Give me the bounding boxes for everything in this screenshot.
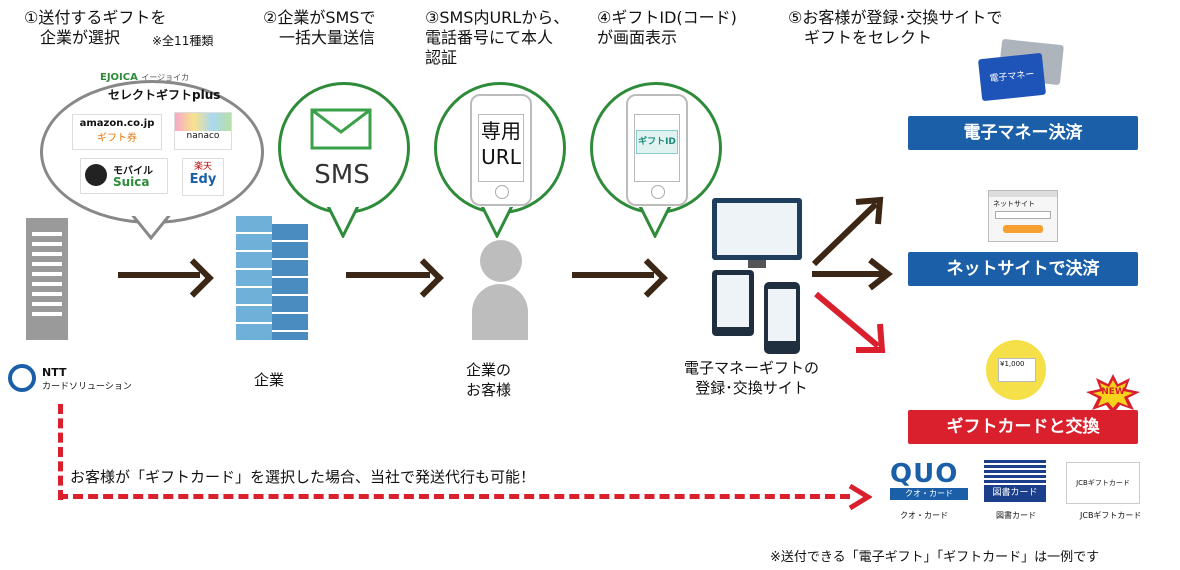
branch-arrows <box>811 196 893 353</box>
ntt-subname: カードソリューション <box>42 382 132 392</box>
sms-label: SMS <box>314 160 370 190</box>
browser-window-icon: ネットサイト <box>988 190 1058 242</box>
ntt-name: NTT <box>42 366 67 379</box>
select-gift-title: セレクトギフトplus <box>108 88 221 102</box>
flow-arrow-2 <box>346 272 430 278</box>
company-label: 企業 <box>254 371 285 389</box>
flow-arrow-3 <box>572 272 654 278</box>
giftid-bubble-tail <box>636 202 674 238</box>
new-badge-text: NEW <box>1101 387 1125 397</box>
nanaco-logo: nanaco <box>174 112 232 150</box>
mobile-suica-logo: モバイル Suica <box>80 158 168 194</box>
customer-head-icon <box>480 240 522 282</box>
footnote: ※送付できる「電子ギフト」「ギフトカード」は一例です <box>770 550 1100 565</box>
gift-card-icon: ¥1,000 <box>998 358 1036 382</box>
step-2-heading: ②企業がSMSで 一括大量送信 <box>263 8 376 47</box>
step-4-heading: ④ギフトID(コード) が画面表示 <box>597 8 737 47</box>
ntt-building-icon <box>26 218 68 340</box>
envelope-icon <box>310 108 372 150</box>
exchange-site-label: 電子マネーギフトの 登録･交換サイト <box>684 359 820 397</box>
dashed-arrow-head <box>848 484 872 510</box>
url-phone-icon <box>470 94 532 206</box>
flow-arrow-1-head <box>174 258 214 298</box>
monitor-stand <box>748 260 766 268</box>
dashed-path-horizontal <box>58 494 850 499</box>
jcb-gift-card-logo: JCBギフトカード <box>1066 462 1140 504</box>
flow-arrow-3-head <box>628 258 668 298</box>
tablet-icon <box>712 270 754 336</box>
new-badge <box>1086 374 1140 414</box>
penguin-icon <box>85 164 107 186</box>
dashed-path-vertical <box>58 404 63 500</box>
giftcard-exchange-option: ギフトカードと交換 <box>908 410 1138 444</box>
emoney-card-icon: 電子マネー <box>977 52 1047 102</box>
step-3-heading: ③SMS内URLから、 電話番号にて本人 認証 <box>425 8 570 67</box>
flow-arrow-2-head <box>404 258 444 298</box>
giftid-card: ギフトID <box>636 130 678 154</box>
customer-label: 企業の お客様 <box>466 361 512 399</box>
sms-bubble-tail <box>324 202 362 238</box>
gift-selection-bubble <box>40 80 264 224</box>
monitor-icon <box>712 198 802 260</box>
step-5-heading: ⑤お客様が登録･交換サイトで ギフトをセレクト <box>788 8 1003 47</box>
ntt-logo-icon <box>8 364 36 392</box>
tosho-card-caption: 図書カード <box>996 511 1036 520</box>
smartphone-icon <box>764 282 800 354</box>
url-label: 専用 URL <box>481 119 521 169</box>
company-building-icon <box>236 216 308 340</box>
jcb-gift-card-caption: JCBギフトカード <box>1080 511 1142 520</box>
step-1-note: ※全11種類 <box>152 34 214 48</box>
ejoica-brand: EJOICA イージョイカ <box>100 72 190 83</box>
quo-card-caption: クオ・カード <box>900 511 948 520</box>
netsite-payment-option: ネットサイトで決済 <box>908 252 1138 286</box>
step-1-heading: ①送付するギフトを 企業が選択 <box>24 8 167 47</box>
rakuten-edy-logo: 楽天 Edy <box>182 158 224 196</box>
amazon-gift-logo: amazon.co.jp ギフト券 <box>72 114 162 150</box>
tosho-card-logo: 図書カード <box>984 460 1046 502</box>
shipping-note: お客様が「ギフトカード」を選択した場合、当社で発送代行も可能！ <box>70 468 536 486</box>
flow-arrow-1 <box>118 272 200 278</box>
url-bubble-tail <box>478 202 516 238</box>
customer-body-icon <box>472 284 528 340</box>
gift-bubble-tail <box>128 212 174 240</box>
emoney-payment-option: 電子マネー決済 <box>908 116 1138 150</box>
quo-card-logo: QUO クオ・カード <box>890 460 968 504</box>
